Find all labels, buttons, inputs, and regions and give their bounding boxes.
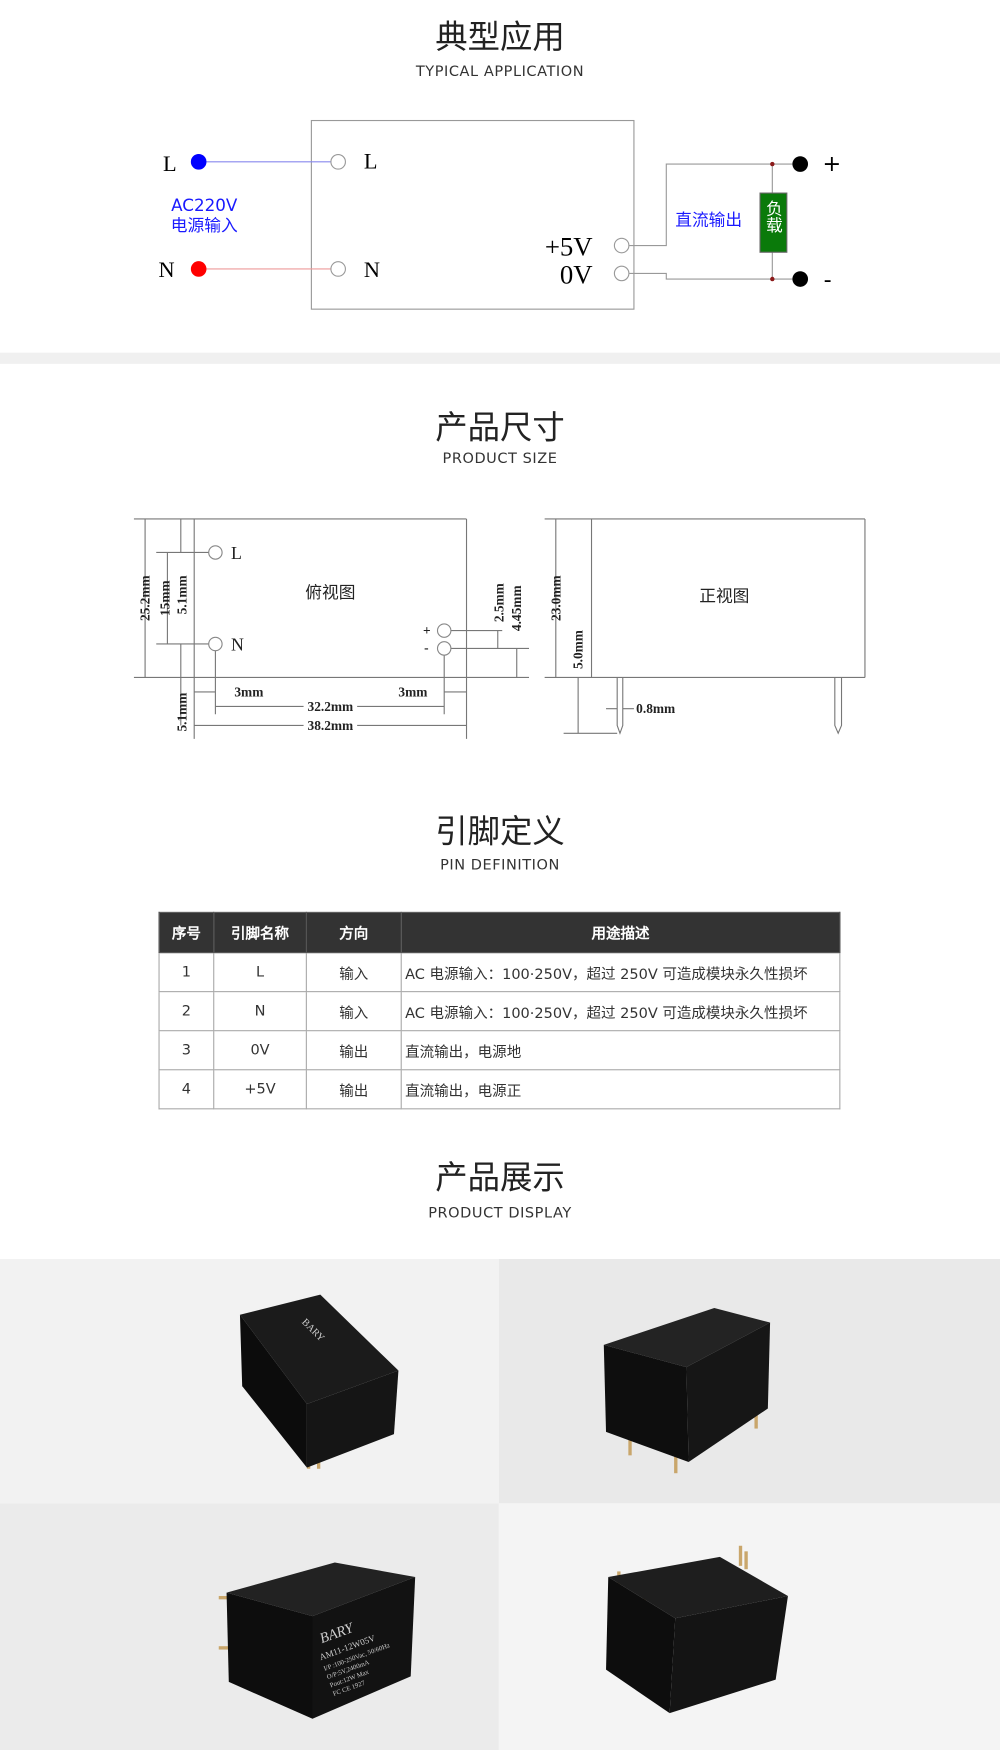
header-index: 序号 — [158, 911, 215, 954]
dim-length-total: 38.2mm — [308, 718, 354, 733]
header-pin-name: 引脚名称 — [213, 911, 307, 954]
module-N-label: N — [364, 257, 380, 282]
dc-output-label: 直流输出 — [675, 209, 742, 229]
out-neg-label: 0V — [560, 259, 593, 289]
dimension-drawing: L N + - 25.2mm 15mm 5.1mm 5.1mm 3mm 3mm … — [133, 518, 866, 739]
product-image-4 — [606, 1545, 788, 1714]
wire-neg — [629, 272, 801, 280]
input-voltage-label: AC220V — [171, 195, 238, 215]
out-pos-label: +5V — [545, 232, 593, 262]
section-subtitle-pins: PIN DEFINITION — [440, 857, 560, 874]
section-subtitle-display: PRODUCT DISPLAY — [428, 1205, 572, 1223]
pin-N-label: N — [231, 635, 244, 655]
cell-description: AC 电源输入：100·250V，超过 250V 可造成模块永久性损坏 — [400, 952, 841, 993]
module-pin-N — [330, 261, 346, 277]
pin-pos-label: + — [423, 623, 431, 638]
output-pos-terminal — [792, 156, 809, 172]
load-resistor — [759, 192, 788, 253]
output-neg-terminal — [792, 271, 809, 287]
cell-index: 3 — [158, 1030, 215, 1071]
dim-out-pin-gap: 2.5mm — [491, 583, 506, 622]
top-view-label: 俯视图 — [305, 582, 355, 602]
cell-direction: 输入 — [305, 952, 402, 993]
load-label: 负载 — [763, 200, 783, 234]
dim-pin-length: 5.0mm — [571, 630, 586, 669]
dim-pin-spacing-v: 15mm — [158, 580, 173, 616]
dim-body-height: 23.0mm — [548, 575, 563, 621]
product-image-3: BARY AM11-12W05V I/P :100-250Vac, 50/60H… — [218, 1562, 416, 1719]
product-image-2 — [603, 1308, 771, 1474]
input-L-label: L — [163, 151, 177, 176]
cell-index: 2 — [158, 991, 215, 1032]
pin-neg-hole — [436, 641, 452, 656]
input-L-dot — [190, 154, 207, 170]
dim-pin-spacing-h: 32.2mm — [308, 699, 354, 714]
dim-top-offset: 5.1mm — [174, 575, 189, 614]
dim-left-margin: 3mm — [234, 684, 263, 699]
cell-direction: 输出 — [305, 1030, 402, 1071]
module-pin-L — [330, 154, 346, 170]
product-photo-grid: BARY BARY AM11-12W05V I/P :100-250Vac, 5… — [0, 1258, 1000, 1750]
section-title-application: 典型应用 — [435, 17, 565, 56]
module-pin-neg — [613, 265, 630, 282]
section-subtitle-size: PRODUCT SIZE — [442, 450, 558, 468]
cell-description: 直流输出，电源地 — [400, 1030, 841, 1071]
dim-pin-width: 0.8mm — [636, 701, 675, 716]
cell-direction: 输入 — [305, 991, 402, 1032]
pin-L-label: L — [231, 543, 242, 563]
pin-neg-label: - — [424, 640, 428, 655]
junction-dot — [770, 276, 775, 282]
module-pin-pos — [613, 237, 630, 254]
section-title-size: 产品尺寸 — [435, 408, 565, 447]
cell-pin-name: L — [213, 952, 307, 993]
cell-index: 1 — [158, 952, 215, 993]
dim-height-total: 25.2mm — [138, 575, 153, 621]
pin-N-hole — [208, 636, 223, 652]
cell-direction: 输出 — [305, 1069, 402, 1110]
header-direction: 方向 — [305, 911, 402, 954]
input-N-dot — [190, 261, 207, 277]
cell-pin-name: N — [213, 991, 307, 1032]
pin-pos-hole — [436, 623, 452, 638]
section-divider — [0, 352, 1000, 364]
cell-description: AC 电源输入：100·250V，超过 250V 可造成模块永久性损坏 — [400, 991, 841, 1032]
cell-index: 4 — [158, 1069, 215, 1110]
cell-description: 直流输出，电源正 — [400, 1069, 841, 1110]
module-box — [310, 119, 635, 310]
wire-pos — [629, 163, 801, 247]
dim-bottom-offset: 5.1mm — [174, 693, 189, 732]
section-title-display: 产品展示 — [435, 1158, 565, 1197]
pin-L-hole — [208, 545, 223, 560]
input-N-label: N — [158, 257, 174, 282]
table-header-row: 序号 引脚名称 方向 用途描述 — [158, 911, 841, 954]
dim-out-pin-offset: 4.45mm — [509, 585, 524, 631]
term-neg-label: - — [824, 267, 832, 293]
header-description: 用途描述 — [400, 911, 841, 954]
circuit-diagram: L N L N AC220V 电源输入 +5V 0V 负载 + - 直流输出 — [158, 119, 842, 310]
junction-dot — [770, 161, 775, 167]
cell-pin-name: +5V — [213, 1069, 307, 1110]
product-image-1: BARY — [239, 1294, 399, 1469]
section-subtitle-application: TYPICAL APPLICATION — [415, 63, 585, 81]
term-pos-label: + — [823, 151, 842, 177]
cell-pin-name: 0V — [213, 1030, 307, 1071]
module-L-label: L — [364, 149, 378, 174]
section-title-pins: 引脚定义 — [435, 812, 565, 851]
input-label: 电源输入 — [171, 215, 238, 235]
dim-right-margin: 3mm — [398, 684, 427, 699]
front-view-label: 正视图 — [699, 586, 749, 606]
